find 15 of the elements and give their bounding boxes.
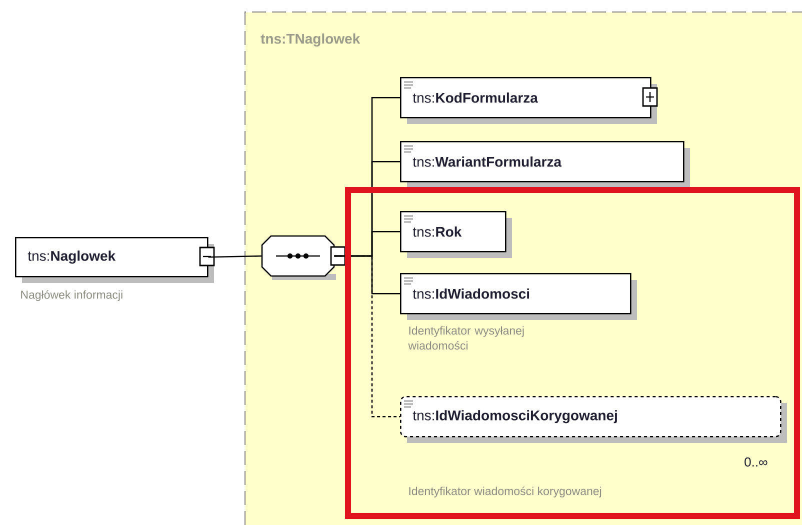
cardinality-label: 0..∞	[744, 457, 768, 467]
connector-line	[334, 255, 400, 418]
description-text: Identyfikator wysyłanej wiadomości	[408, 326, 524, 350]
connector-line	[208, 255, 262, 258]
element-box: tns:KodFormularza	[400, 77, 658, 124]
type-name: tns:TNaglowek	[260, 33, 360, 47]
element-box: tns:Naglowek	[15, 237, 215, 283]
element-box: tns:WariantFormularza	[400, 141, 690, 188]
element-box: tns:IdWiadomosciKorygowanej	[400, 396, 787, 443]
sequence-symbol	[261, 235, 346, 280]
description-text: Identyfikator wiadomości korygowanej	[409, 486, 602, 498]
connector-line	[334, 255, 400, 294]
element-box: tns:IdWiadomosci	[400, 273, 637, 320]
description-text: Nagłówek informacji	[21, 290, 122, 302]
element-box: tns:Rok	[400, 211, 512, 258]
